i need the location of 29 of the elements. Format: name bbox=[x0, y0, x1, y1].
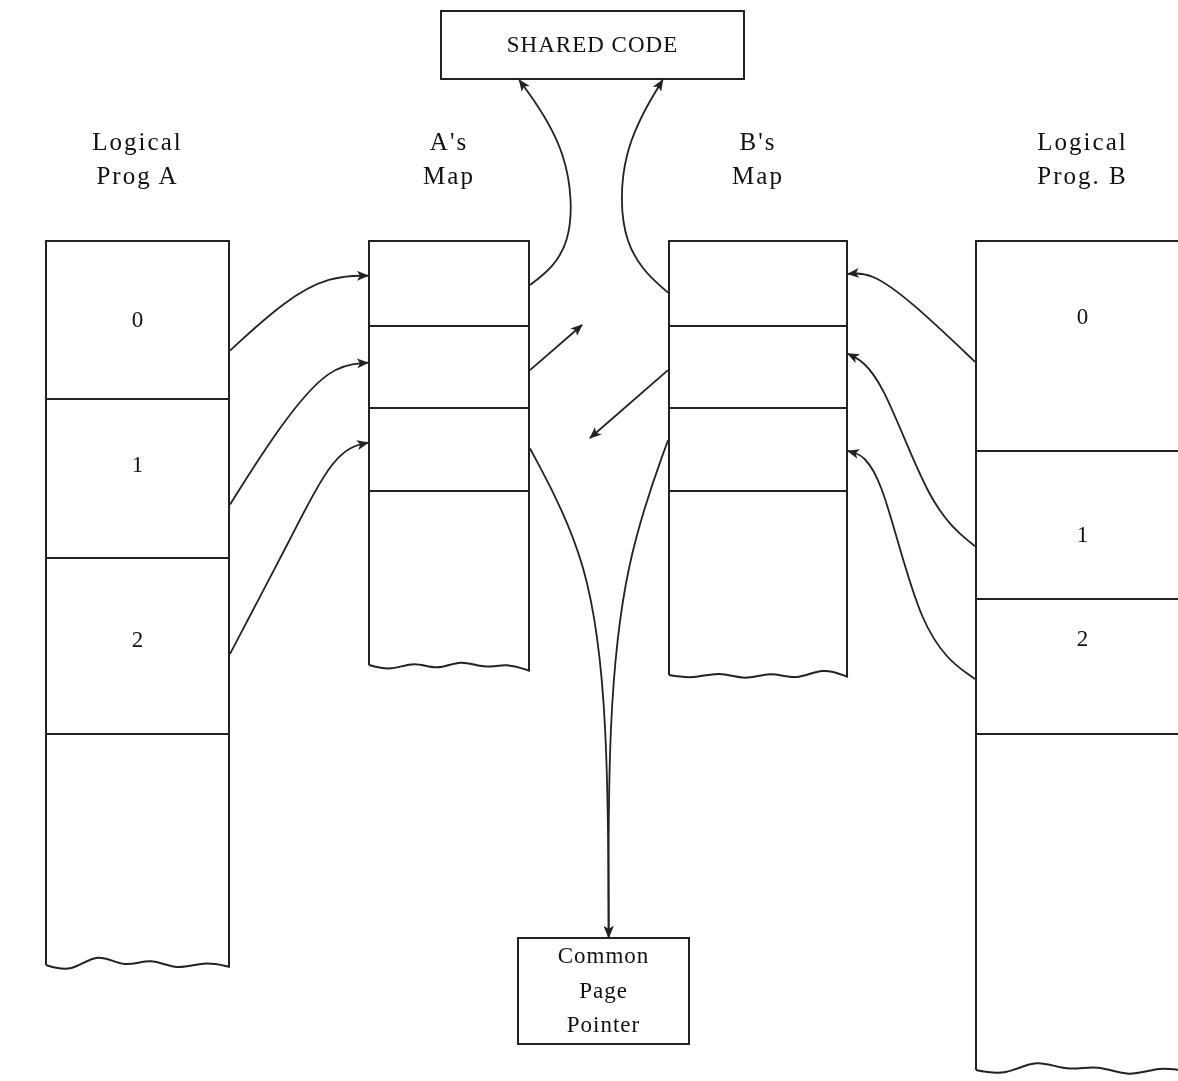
memory-cell bbox=[668, 325, 848, 407]
memory-cell: 2 bbox=[975, 598, 1178, 733]
column-heading: Logical Prog. B bbox=[1036, 127, 1129, 191]
memory-cell bbox=[368, 240, 530, 325]
memory-cell bbox=[668, 407, 848, 490]
arrow bbox=[229, 270, 369, 352]
memory-cell: 1 bbox=[975, 450, 1178, 598]
column-heading: A's Map bbox=[422, 127, 476, 191]
arrow bbox=[621, 79, 669, 294]
text-box: SHARED CODE bbox=[440, 10, 745, 80]
text-box: Common Page Pointer bbox=[517, 937, 690, 1045]
memory-cell: 0 bbox=[45, 240, 230, 398]
arrow bbox=[847, 449, 976, 680]
arrow bbox=[847, 352, 976, 548]
arrow bbox=[229, 358, 369, 506]
memory-cell: 1 bbox=[45, 398, 230, 557]
memory-cell bbox=[368, 407, 530, 490]
arrow bbox=[603, 439, 669, 938]
memory-cell bbox=[668, 240, 848, 325]
arrow bbox=[518, 79, 572, 286]
memory-cell: 2 bbox=[45, 557, 230, 733]
column-heading: Logical Prog A bbox=[91, 127, 184, 191]
arrow bbox=[529, 324, 583, 371]
arrow bbox=[589, 369, 669, 439]
memory-cell: 0 bbox=[975, 240, 1178, 450]
memory-cell bbox=[368, 325, 530, 407]
column-heading: B's Map bbox=[731, 127, 785, 191]
arrow bbox=[847, 268, 976, 363]
arrow bbox=[229, 440, 369, 655]
